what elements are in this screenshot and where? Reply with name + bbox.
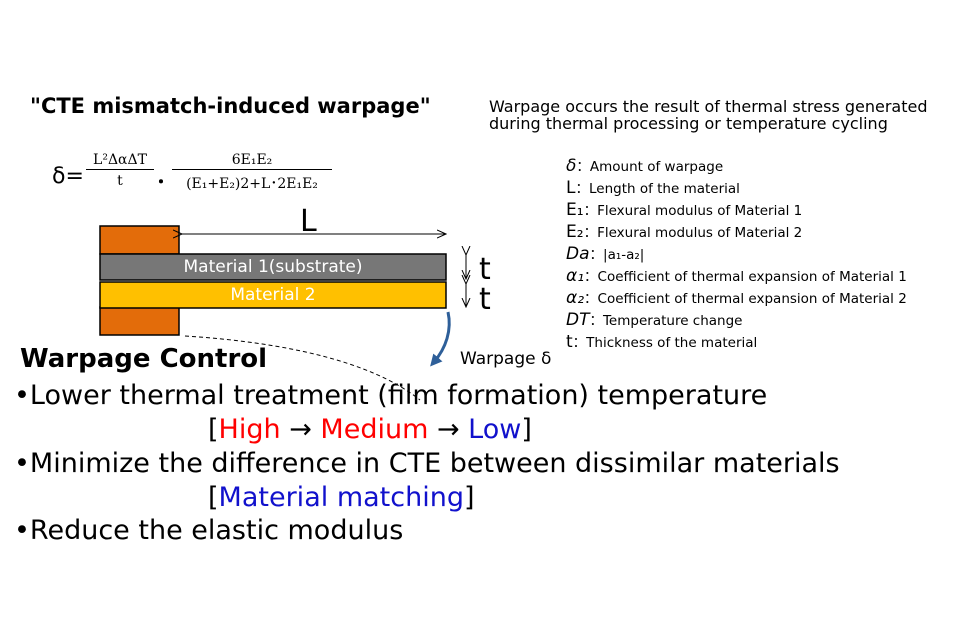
symbol-legend: δ：Amount of warpage L：Length of the mate… [566,156,907,354]
legend-text: Length of the material [588,181,740,197]
legend-symbol: E₂ [566,222,584,242]
fraction-2-denominator: (E₁+E₂)2+L･2E₁E₂ [186,176,318,192]
legend-row: α₂：Coefficient of thermal expansion of M… [566,288,907,310]
warpage-label: Warpage δ [460,349,552,369]
legend-text: Flexural modulus of Material 2 [597,225,803,241]
equation-dot: ･ [156,170,166,194]
bracket-close: ] [463,482,475,513]
legend-separator: ： [589,247,604,263]
equation-fraction-2: 6E₁E₂ (E₁+E₂)2+L･2E₁E₂ [172,152,332,193]
level-low: Low [468,414,522,445]
legend-row: t：Thickness of the material [566,332,907,354]
legend-text: Temperature change [602,313,743,329]
legend-row: δ：Amount of warpage [566,156,907,178]
legend-separator: ： [589,313,603,329]
warpage-dashed-curve [184,335,421,401]
material-matching-text: Material matching [218,482,464,513]
bracket-open: [ [208,414,219,445]
legend-text: Flexural modulus of Material 1 [597,203,803,219]
legend-symbol: α₂ [566,288,585,308]
equation-fraction-1: L²ΔαΔT t [86,152,154,189]
legend-symbol: Da [566,244,590,264]
material-2-layer [99,281,447,309]
legend-text: Thickness of the material [586,335,758,351]
fraction-1-numerator: L²ΔαΔT [86,152,154,170]
temperature-levels: [High → Medium → Low] [208,414,532,445]
legend-separator: ： [575,181,589,197]
bracket-close: ] [521,414,532,445]
legend-text: Coefficient of thermal expansion of Mate… [597,291,907,307]
bracket-open: [ [208,482,219,513]
arrow-right: → [280,414,321,445]
thickness-label-2: t [479,282,491,317]
level-high: High [218,414,281,445]
fraction-1-denominator: t [117,173,123,189]
legend-symbol: DT [566,310,590,330]
legend-text: Amount of warpage [589,159,724,175]
arrow-right: → [428,414,469,445]
warpage-arrow [430,311,451,367]
legend-row: E₂：Flexural modulus of Material 2 [566,222,907,244]
equation-lhs: δ= [52,164,84,189]
legend-separator: ： [584,291,598,307]
legend-separator: ： [584,269,598,285]
legend-row: DT：Temperature change [566,310,907,332]
warpage-control-heading: Warpage Control [20,344,268,374]
legend-symbol: E₁ [566,200,584,220]
legend-separator: ： [583,225,598,241]
page-title: "CTE mismatch-induced warpage" [30,94,431,118]
legend-row: L：Length of the material [566,178,907,200]
fraction-2-numerator: 6E₁E₂ [172,152,332,170]
bullet-reduce-modulus: •Reduce the elastic modulus [14,515,404,546]
legend-row: Da：|a₁-a₂| [566,244,907,266]
clamp-top [99,225,180,255]
legend-symbol: t [566,332,573,352]
legend-separator: ： [576,159,590,175]
clamp-bottom [99,306,180,336]
legend-symbol: δ [566,156,577,176]
legend-text: |a₁-a₂| [603,247,645,263]
bullet-lower-temperature: •Lower thermal treatment (film formation… [14,380,768,411]
material-1-label: Material 1(substrate) [183,257,363,277]
legend-text: Coefficient of thermal expansion of Mate… [597,269,907,285]
legend-row: α₁：Coefficient of thermal expansion of M… [566,266,907,288]
bullet-minimize-cte: •Minimize the difference in CTE between … [14,448,840,479]
material-matching: [Material matching] [208,482,475,513]
level-medium: Medium [320,414,429,445]
material-2-label: Material 2 [230,285,316,305]
length-label: L [300,204,317,239]
thickness-label-1: t [479,252,491,287]
material-1-layer [99,253,447,281]
warpage-equation: δ= L²ΔαΔT t ･ 6E₁E₂ (E₁+E₂)2+L･2E₁E₂ [52,150,352,206]
warpage-description: Warpage occurs the result of thermal str… [489,97,928,133]
legend-symbol: α₁ [566,266,585,286]
legend-separator: ： [572,335,587,351]
legend-symbol: L [566,178,576,198]
legend-separator: ： [583,203,598,219]
legend-row: E₁：Flexural modulus of Material 1 [566,200,907,222]
